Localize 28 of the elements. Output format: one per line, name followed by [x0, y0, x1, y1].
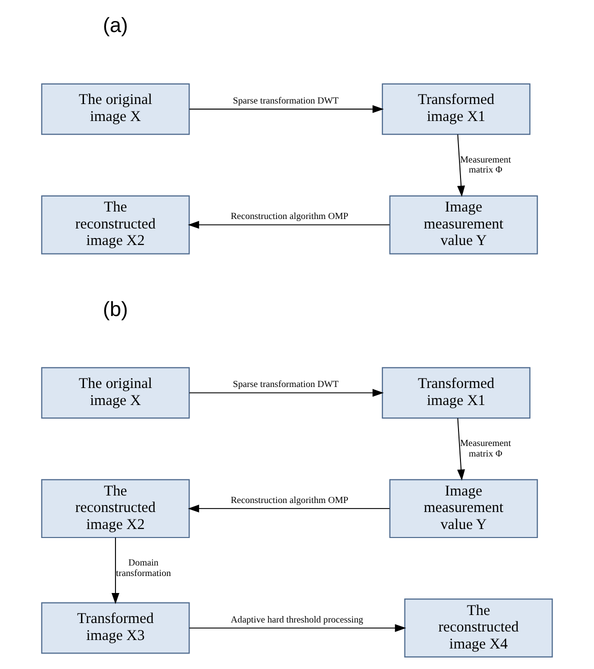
arrow: [188, 388, 384, 397]
edge-label: Measurement matrix Φ: [460, 155, 511, 176]
edge-label: Reconstruction algorithm OMP: [230, 496, 348, 506]
node-box: Image measurement value Y: [389, 195, 538, 254]
node-box: The reconstructed image X4: [404, 598, 553, 658]
arrow: [188, 105, 384, 114]
arrow: [188, 504, 390, 512]
edge-label: Sparse transformation DWT: [232, 96, 339, 106]
arrow: [457, 418, 466, 481]
node-box: The reconstructed image X2: [41, 479, 190, 538]
node-box: Transformed image X1: [382, 83, 530, 135]
node-box: The original image X: [41, 83, 190, 135]
arrow: [457, 134, 466, 197]
edge-label: Reconstruction algorithm OMP: [230, 212, 348, 222]
edge-label: Sparse transformation DWT: [232, 380, 339, 390]
edge-label: Measurement matrix Φ: [460, 439, 511, 460]
arrow: [188, 220, 390, 229]
label: (b): [102, 298, 128, 321]
arrow: [188, 624, 406, 632]
node-box: Transformed image X3: [41, 602, 190, 654]
edge-label: Domain transformation: [116, 558, 171, 579]
node-box: The original image X: [41, 367, 190, 419]
label: (a): [102, 14, 128, 38]
node-box: Image measurement value Y: [389, 479, 538, 538]
edge-label: Adaptive hard threshold processing: [230, 615, 364, 626]
arrow: [112, 537, 120, 604]
node-box: Transformed image X1: [382, 367, 530, 419]
node-box: The reconstructed image X2: [41, 195, 190, 254]
